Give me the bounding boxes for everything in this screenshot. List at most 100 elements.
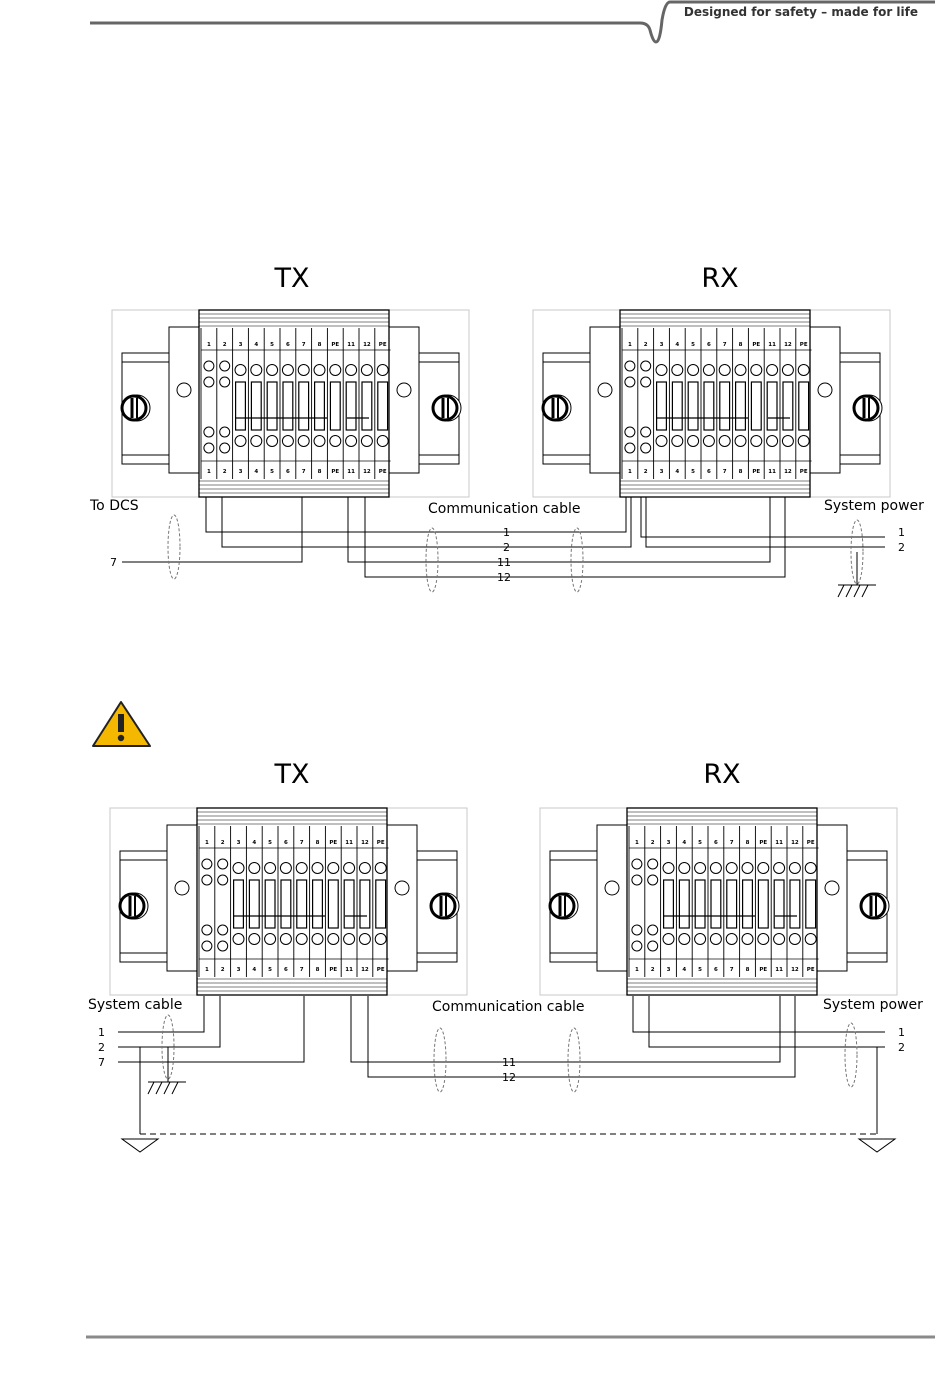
clamp — [248, 933, 261, 945]
screw-icon — [429, 892, 460, 920]
terminal-window — [687, 381, 699, 431]
terminal-label: 8 — [318, 469, 322, 475]
clamp — [718, 435, 731, 447]
wire-rx-p2 — [645, 497, 885, 548]
terminal-label: 1 — [635, 967, 639, 973]
clamp — [741, 933, 754, 945]
terminal-window — [782, 381, 794, 431]
clamp — [797, 364, 810, 376]
terminal-label: 12 — [363, 342, 371, 348]
clamp — [201, 940, 213, 952]
terminal-window — [377, 381, 389, 431]
power-cable-label: System power — [823, 997, 923, 1013]
end-stop — [388, 326, 420, 474]
terminal-label: 4 — [675, 342, 679, 348]
terminal-window — [773, 879, 785, 929]
terminal-label: PE — [800, 469, 808, 475]
clamp — [687, 435, 700, 447]
terminal-window — [314, 381, 326, 431]
clamp — [804, 933, 817, 945]
terminal-label: PE — [379, 469, 387, 475]
terminal-label: 11 — [768, 342, 776, 348]
terminal-label: 11 — [775, 840, 783, 846]
clamp — [232, 933, 245, 945]
terminal-window — [750, 381, 762, 431]
clamp — [662, 862, 675, 874]
terminal-label: 3 — [667, 840, 671, 846]
end-stop-hole — [176, 382, 192, 398]
wire-rx-11 — [515, 996, 781, 1063]
terminal-label: 7 — [300, 967, 304, 973]
terminal-label: 6 — [286, 469, 290, 475]
terminal-label: PE — [377, 967, 385, 973]
terminal-window — [359, 879, 371, 929]
wire-label: 7 — [110, 556, 117, 569]
terminal-window — [327, 879, 339, 929]
clamp — [295, 933, 308, 945]
clamp — [709, 933, 722, 945]
terminal-label: 1 — [205, 840, 209, 846]
clamp — [201, 874, 213, 886]
terminal-label: 4 — [682, 840, 686, 846]
terminal-label: PE — [331, 342, 339, 348]
clamp — [781, 364, 794, 376]
clamp — [201, 924, 213, 936]
terminal-label: 11 — [768, 469, 776, 475]
terminal-label: 11 — [347, 342, 355, 348]
wire-label: 2 — [898, 541, 905, 554]
terminal-window — [734, 381, 746, 431]
terminal-label: 3 — [237, 840, 241, 846]
terminal-window — [266, 381, 278, 431]
clamp — [217, 940, 229, 952]
clamp — [773, 933, 786, 945]
wire-label: 7 — [98, 1056, 105, 1069]
clamp — [219, 442, 231, 454]
terminal-window — [694, 879, 706, 929]
terminal-window — [671, 381, 683, 431]
left-cable-label: System cable — [88, 997, 182, 1013]
terminal-label: 8 — [739, 469, 743, 475]
wire-tx-12 — [364, 497, 515, 578]
clamp — [662, 933, 675, 945]
rx-title: RX — [703, 759, 740, 790]
clamp — [376, 435, 389, 447]
cable-shield — [425, 527, 439, 593]
terminal-label: 6 — [707, 342, 711, 348]
terminal-label: 5 — [691, 469, 695, 475]
clamp — [750, 364, 763, 376]
terminal-label: 12 — [361, 840, 369, 846]
wire-tx-1 — [205, 497, 515, 533]
terminal-window — [235, 381, 247, 431]
terminal-strip — [626, 807, 818, 996]
clamp — [279, 933, 292, 945]
clamp — [250, 435, 263, 447]
terminal-label: 5 — [270, 342, 274, 348]
clamp — [345, 435, 358, 447]
terminal-label: PE — [331, 469, 339, 475]
terminal-label: 11 — [345, 840, 353, 846]
terminal-window — [264, 879, 276, 929]
wire-label: 11 — [497, 556, 511, 569]
clamp — [327, 862, 340, 874]
clamp — [297, 364, 310, 376]
terminal-label: PE — [759, 840, 767, 846]
terminal-window — [250, 381, 262, 431]
terminal-label: 11 — [347, 469, 355, 475]
cable-shield — [161, 1014, 175, 1080]
screw-icon — [852, 394, 883, 422]
end-stop — [816, 824, 848, 972]
terminal-window — [298, 381, 310, 431]
clamp — [311, 933, 324, 945]
end-stop — [589, 326, 621, 474]
clamp — [313, 364, 326, 376]
terminal-strip — [198, 309, 390, 498]
clamp — [678, 862, 691, 874]
clamp — [718, 364, 731, 376]
clamp — [797, 435, 810, 447]
terminal-label: 3 — [239, 342, 243, 348]
wire-tx-11 — [350, 996, 515, 1063]
terminal-window — [678, 879, 690, 929]
cable-shield — [844, 1022, 858, 1088]
